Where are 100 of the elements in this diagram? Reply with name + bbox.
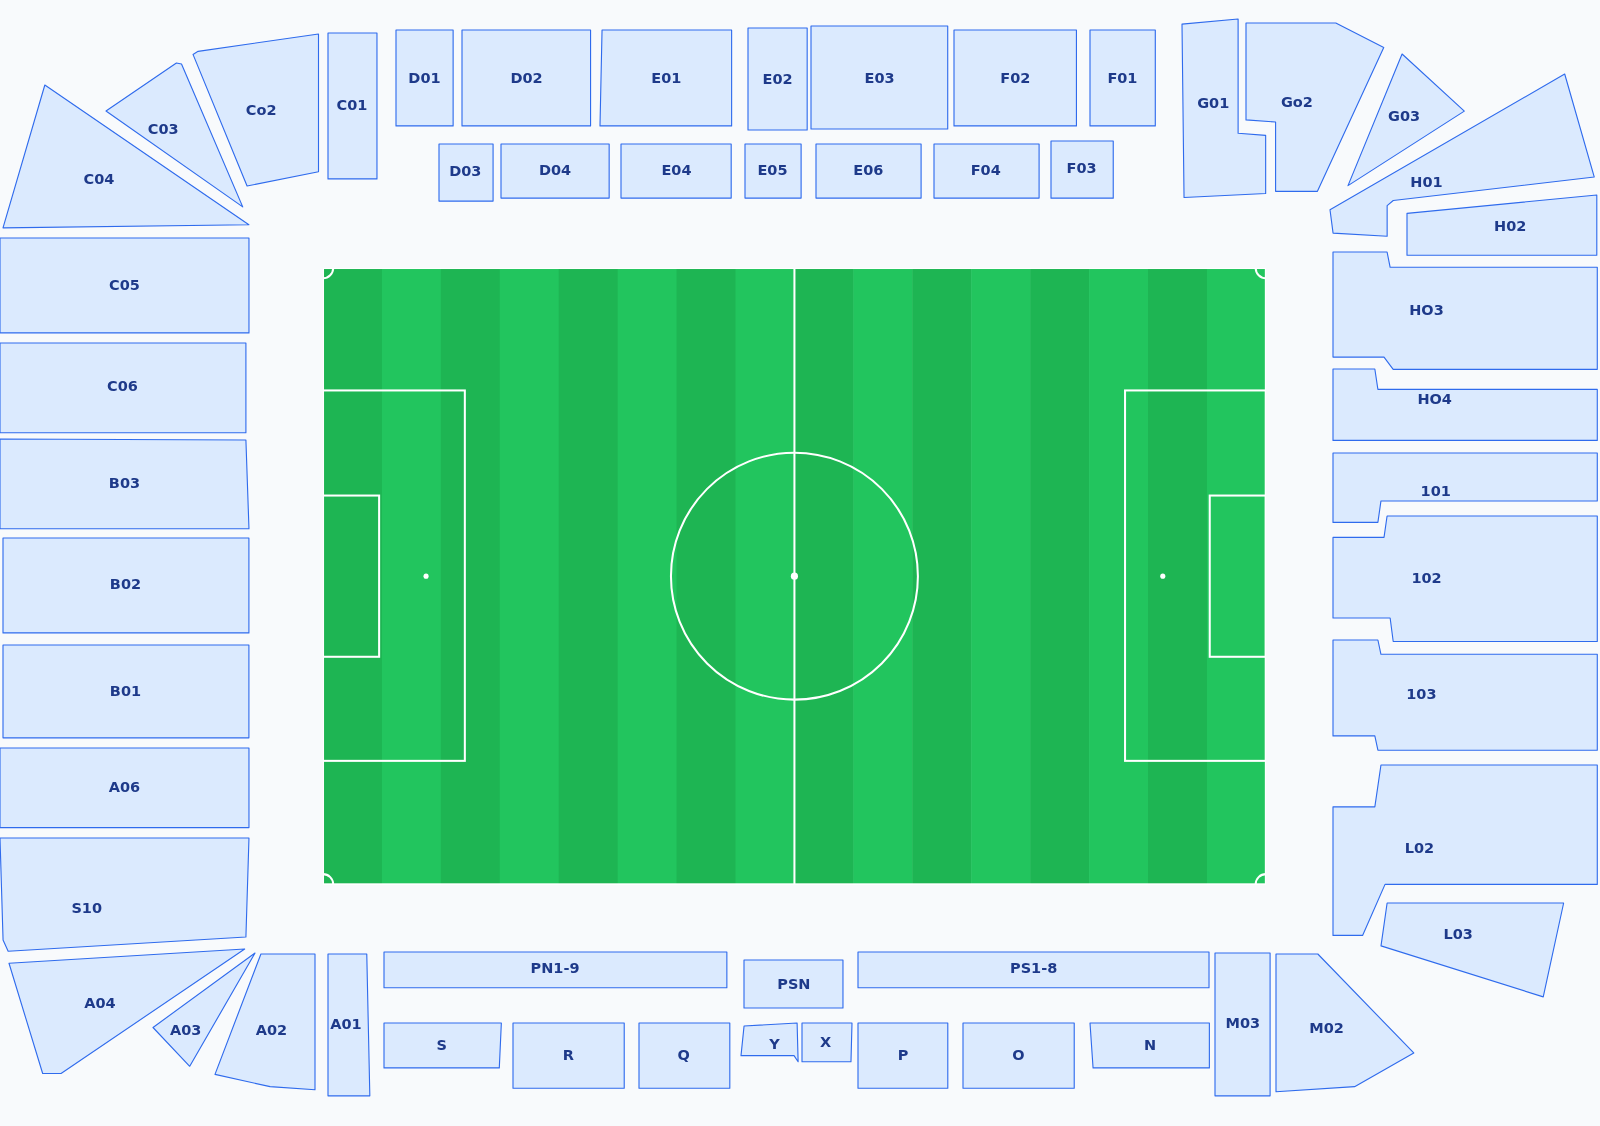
seating-section — [1275, 954, 1414, 1092]
seating-section — [327, 32, 377, 179]
seating-section — [600, 29, 732, 126]
seating-section — [1089, 1023, 1210, 1069]
seating-section — [153, 953, 256, 1067]
section-label: A06 — [108, 779, 141, 794]
section-label: 102 — [1411, 570, 1442, 585]
section-label: HO4 — [1417, 391, 1452, 407]
seating-section — [802, 1023, 853, 1063]
section-label: F03 — [1066, 161, 1097, 176]
section-label: L03 — [1443, 926, 1473, 941]
seating-section — [743, 960, 843, 1009]
section-label: A03 — [170, 1022, 202, 1037]
section-label: P — [897, 1047, 909, 1063]
seating-section — [1332, 369, 1597, 441]
seating-section — [933, 143, 1039, 198]
section-label: M03 — [1225, 1016, 1261, 1031]
seating-section — [192, 33, 319, 186]
section-label: M02 — [1309, 1020, 1344, 1035]
section-label: C05 — [109, 277, 140, 292]
section-label: L02 — [1404, 840, 1435, 856]
section-label: Q — [677, 1047, 690, 1063]
section-label: X — [819, 1034, 832, 1050]
seating-section — [0, 237, 249, 333]
section-label: PSN — [777, 976, 811, 991]
section-label: E06 — [853, 163, 884, 178]
section-label: A02 — [255, 1022, 288, 1037]
seating-section — [1332, 516, 1597, 642]
section-label: O — [1012, 1047, 1025, 1063]
section-label: D02 — [510, 70, 543, 85]
seating-section — [438, 143, 493, 201]
section-label: E02 — [762, 71, 793, 86]
section-label: F02 — [1000, 70, 1031, 85]
seating-section — [0, 747, 249, 828]
section-label: C01 — [336, 97, 368, 113]
seating-section — [462, 29, 591, 126]
seating-section — [1380, 903, 1564, 997]
section-label: 101 — [1420, 483, 1451, 499]
seating-section — [747, 27, 808, 130]
section-label: HO3 — [1409, 302, 1444, 318]
seating-section — [858, 952, 1210, 988]
section-label: E01 — [651, 70, 682, 85]
seating-section — [954, 29, 1077, 126]
section-label: D03 — [449, 164, 482, 179]
seating-section — [1051, 140, 1114, 198]
section-label: C04 — [83, 171, 115, 186]
section-label: F01 — [1107, 70, 1138, 85]
seating-section — [1245, 23, 1384, 192]
seating-section — [638, 1023, 730, 1089]
seating-section — [383, 1023, 501, 1069]
seating-section — [621, 143, 732, 198]
section-label: B02 — [109, 576, 142, 591]
section-label: C03 — [147, 121, 179, 136]
seating-section — [1332, 639, 1597, 750]
seating-section — [3, 644, 249, 738]
seating-section — [1215, 953, 1271, 1096]
section-label: R — [562, 1047, 574, 1063]
section-label: E05 — [757, 163, 788, 178]
seating-section — [0, 342, 246, 433]
section-label: F04 — [970, 163, 1001, 178]
section-label: Co2 — [245, 102, 277, 118]
section-label: B03 — [108, 475, 141, 490]
section-label: 103 — [1406, 686, 1437, 702]
section-label: S — [436, 1037, 448, 1053]
section-label: S10 — [71, 900, 103, 916]
seating-section — [215, 954, 316, 1090]
seating-section — [501, 143, 610, 198]
seating-section — [1332, 453, 1597, 523]
section-label: A04 — [84, 995, 116, 1011]
seating-section — [858, 1023, 948, 1089]
section-label: G01 — [1197, 95, 1230, 111]
seating-section — [740, 1023, 798, 1063]
seating-section — [0, 438, 249, 529]
section-label: D01 — [408, 70, 441, 85]
seating-section — [1089, 29, 1156, 126]
section-label: H01 — [1410, 174, 1443, 189]
seating-section — [816, 143, 922, 198]
section-label: G03 — [1388, 109, 1421, 124]
seating-section — [744, 143, 801, 198]
seating-section — [395, 29, 454, 126]
section-label: E03 — [864, 70, 895, 85]
section-label: D04 — [539, 163, 572, 178]
seating-section — [1407, 194, 1597, 256]
section-label: Go2 — [1280, 94, 1313, 110]
section-label: N — [1143, 1037, 1157, 1053]
seating-section — [1347, 54, 1465, 186]
seating-section — [1181, 19, 1266, 198]
seating-section — [811, 25, 948, 129]
section-label: PS1-8 — [1010, 961, 1058, 976]
seating-section — [3, 537, 249, 633]
seating-section — [327, 954, 370, 1096]
seating-section — [513, 1023, 625, 1089]
section-label: Y — [769, 1036, 780, 1052]
section-label: PN1-9 — [530, 961, 580, 976]
seating-section — [383, 952, 727, 988]
section-label: B01 — [109, 683, 142, 699]
section-label: E04 — [661, 163, 692, 178]
section-label: A01 — [330, 1017, 362, 1032]
section-label: H02 — [1494, 218, 1527, 233]
seating-section — [963, 1023, 1075, 1089]
